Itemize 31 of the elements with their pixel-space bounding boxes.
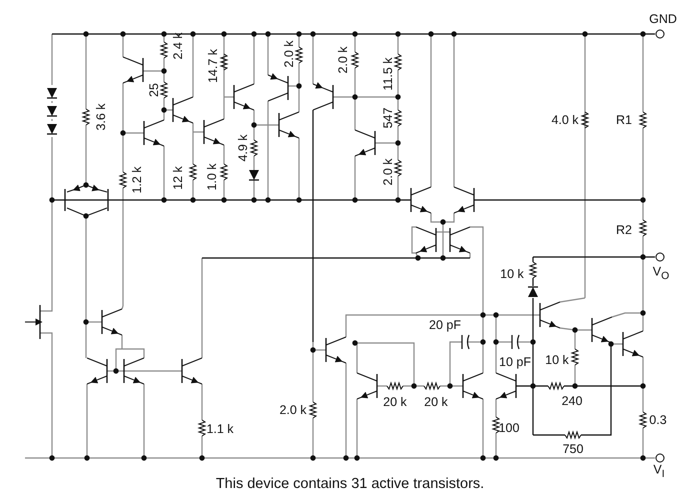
component-value-label: 1.1 k [206,422,234,436]
component-value-label: 2.0 k [282,40,296,68]
component-value-label: 2.0 k [279,404,307,416]
component-value-label: 4.9 k [236,134,250,162]
component-value-label: 750 [562,442,584,456]
component-value-label: 20 k [424,396,448,408]
component-value-label: 240 [562,394,582,408]
component-value-label: 20 k [383,396,407,408]
component-value-label: V$_{O}$ [652,266,670,282]
component-value-label: 100 [498,422,520,434]
component-value-label: 10 k [500,268,524,280]
component-value-label: 12 k [172,166,184,190]
component-value-label: R1 [616,114,632,126]
component-value-label: GND [649,12,677,26]
component-value-label: 547 [382,108,394,128]
component-value-label: 20 pF [429,318,461,332]
component-value-label: 14.7 k [206,48,220,84]
component-value-label: 3.6 k [94,103,108,131]
component-value-label: 25 [148,83,160,97]
component-value-label: V$_{I}$ [653,464,665,480]
component-value-label: 11.5 k [382,57,394,91]
component-value-label: 2.0 k [382,158,394,186]
component-value-label: R2 [616,224,632,236]
component-value-label: 10 k [545,354,569,366]
component-value-label: 1.0 k [206,163,218,191]
component-value-label: 1.2 k [130,166,144,194]
component-value-label: 10 pF [499,356,531,368]
caption: This device contains 31 active transistors. [216,476,484,492]
component-value-label: 2.0 k [336,46,350,74]
component-value-label: 0.3 [649,414,667,426]
component-value-label: 4.0 k [551,114,579,126]
